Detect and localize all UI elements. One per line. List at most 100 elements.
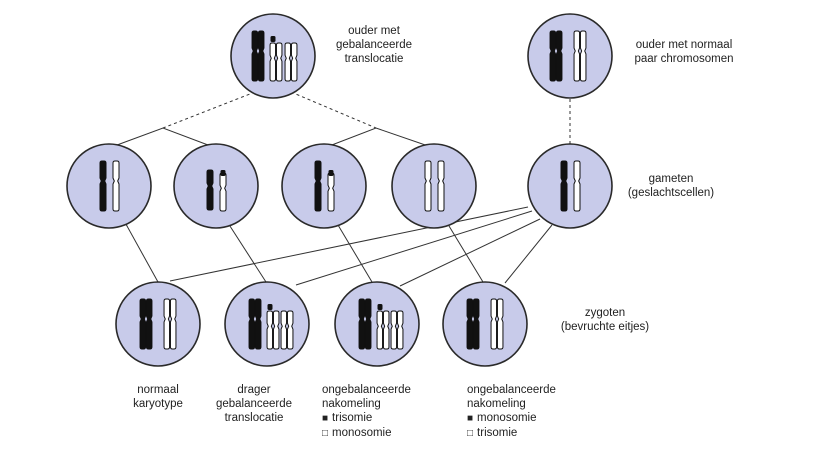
chromosome-light [376, 310, 384, 350]
cell-gamete-2 [173, 143, 259, 229]
line-gn-z2 [295, 210, 533, 286]
label-line: gameten [648, 173, 694, 185]
chromosome-light [269, 42, 277, 82]
chromosome-dark [549, 30, 557, 82]
chromosome-light [496, 298, 504, 350]
line-g1-z1 [121, 216, 159, 283]
chromosome-dark [145, 298, 153, 350]
label-parent-normal: ouder met normaal paar chromosomen [620, 38, 748, 66]
chromosome-light [266, 310, 274, 350]
chromosome-light [112, 160, 120, 212]
chromosome-light [169, 298, 177, 350]
chromosome-light [396, 310, 404, 350]
chromosome-dark [358, 298, 366, 350]
chromosome-light [284, 42, 292, 82]
legend-text: trisomie [477, 427, 518, 439]
legend-item-open: □monosomie [322, 426, 411, 441]
chromosome-dark [314, 160, 322, 212]
label-line: nakomeling [322, 398, 381, 410]
cell-parent-normal [527, 13, 613, 99]
chromosome-light [424, 160, 432, 212]
legend-text: trisomie [332, 412, 373, 424]
chromosome-light [286, 310, 294, 350]
label-line: ouder met [348, 25, 400, 37]
chromosome-dark [257, 30, 265, 82]
label-zygotes: zygoten (bevruchte eitjes) [540, 306, 670, 334]
legend-item-open: □trisomie [467, 426, 556, 441]
branch-left [108, 127, 217, 149]
chromosome-fragment [328, 170, 334, 176]
chromosome-fragment [220, 170, 226, 176]
chromosome-dark [254, 298, 262, 350]
chromosome-light [437, 160, 445, 212]
label-line: (bevruchte eitjes) [560, 321, 650, 333]
chromosome-dark [248, 298, 256, 350]
label-line: normaal [137, 384, 179, 396]
label-line: paar chromosomen [634, 53, 734, 65]
chromosome-dark [206, 169, 214, 211]
white-square-icon: □ [322, 428, 329, 439]
label-line: gebalanceerde [335, 39, 413, 51]
legend-item-filled: ■trisomie [322, 411, 411, 426]
legend-item-filled: ■monosomie [467, 411, 556, 426]
chromosome-dark [139, 298, 147, 350]
dashed-line-right [290, 91, 377, 129]
chromosome-light [327, 172, 335, 212]
chromosome-light [573, 30, 581, 82]
cell-zygote-4 [442, 281, 528, 367]
chromosome-dark [99, 160, 107, 212]
label-line: ongebalanceerde [322, 384, 411, 396]
chromosome-dark [560, 160, 568, 212]
line-gn-z1 [169, 206, 529, 282]
chromosome-light [579, 30, 587, 82]
cell-gamete-4 [391, 143, 477, 229]
label-line: karyotype [133, 398, 183, 410]
chromosome-fragment [377, 304, 383, 310]
label-offspring-normal: normaal karyotype [103, 383, 213, 411]
label-offspring-unbalanced-1: ongebalanceerde nakomeling ■trisomie □mo… [322, 383, 411, 441]
cell-zygote-1 [115, 281, 201, 367]
chromosome-light [275, 42, 283, 82]
white-square-icon: □ [467, 428, 474, 439]
cell-gamete-3 [281, 143, 367, 229]
label-line: translocatie [224, 412, 284, 424]
branch-right [323, 127, 435, 149]
black-square-icon: ■ [322, 413, 329, 424]
chromosomes [99, 30, 587, 350]
chromosome-light [390, 310, 398, 350]
line-g2-z2 [227, 222, 267, 283]
cell-gamete-1 [66, 143, 152, 229]
label-line: ouder met normaal [635, 39, 733, 51]
line-g3-z3 [337, 224, 373, 283]
chromosome-dark [555, 30, 563, 82]
chromosome-dark [472, 298, 480, 350]
chromosome-light [272, 310, 280, 350]
label-offspring-carrier: drager gebalanceerde translocatie [199, 383, 309, 425]
chromosome-light [382, 310, 390, 350]
chromosome-fragment [267, 304, 273, 310]
connector-lines [108, 91, 571, 287]
label-gametes: gameten (geslachtscellen) [616, 172, 726, 200]
chromosome-light [219, 172, 227, 212]
label-line: (geslachtscellen) [627, 187, 715, 199]
label-parent-translocation: ouder met gebalanceerde translocatie [324, 24, 424, 66]
legend-text: monosomie [332, 427, 392, 439]
chromosome-dark [466, 298, 474, 350]
label-offspring-unbalanced-2: ongebalanceerde nakomeling ■monosomie □t… [467, 383, 556, 441]
line-gn-z4 [504, 224, 553, 284]
chromosome-dark [364, 298, 372, 350]
chromosome-fragment [270, 36, 276, 42]
chromosome-light [490, 298, 498, 350]
label-line: zygoten [584, 307, 626, 319]
chromosome-light [290, 42, 298, 82]
cell-gamete-normal [527, 143, 613, 229]
label-line: gebalanceerde [215, 398, 293, 410]
chromosome-light [163, 298, 171, 350]
legend-text: monosomie [477, 412, 537, 424]
label-line: drager [237, 384, 271, 396]
dashed-line-left [162, 91, 256, 129]
label-line: ongebalanceerde [467, 384, 556, 396]
chromosome-dark [251, 30, 259, 82]
label-line: translocatie [344, 53, 404, 65]
